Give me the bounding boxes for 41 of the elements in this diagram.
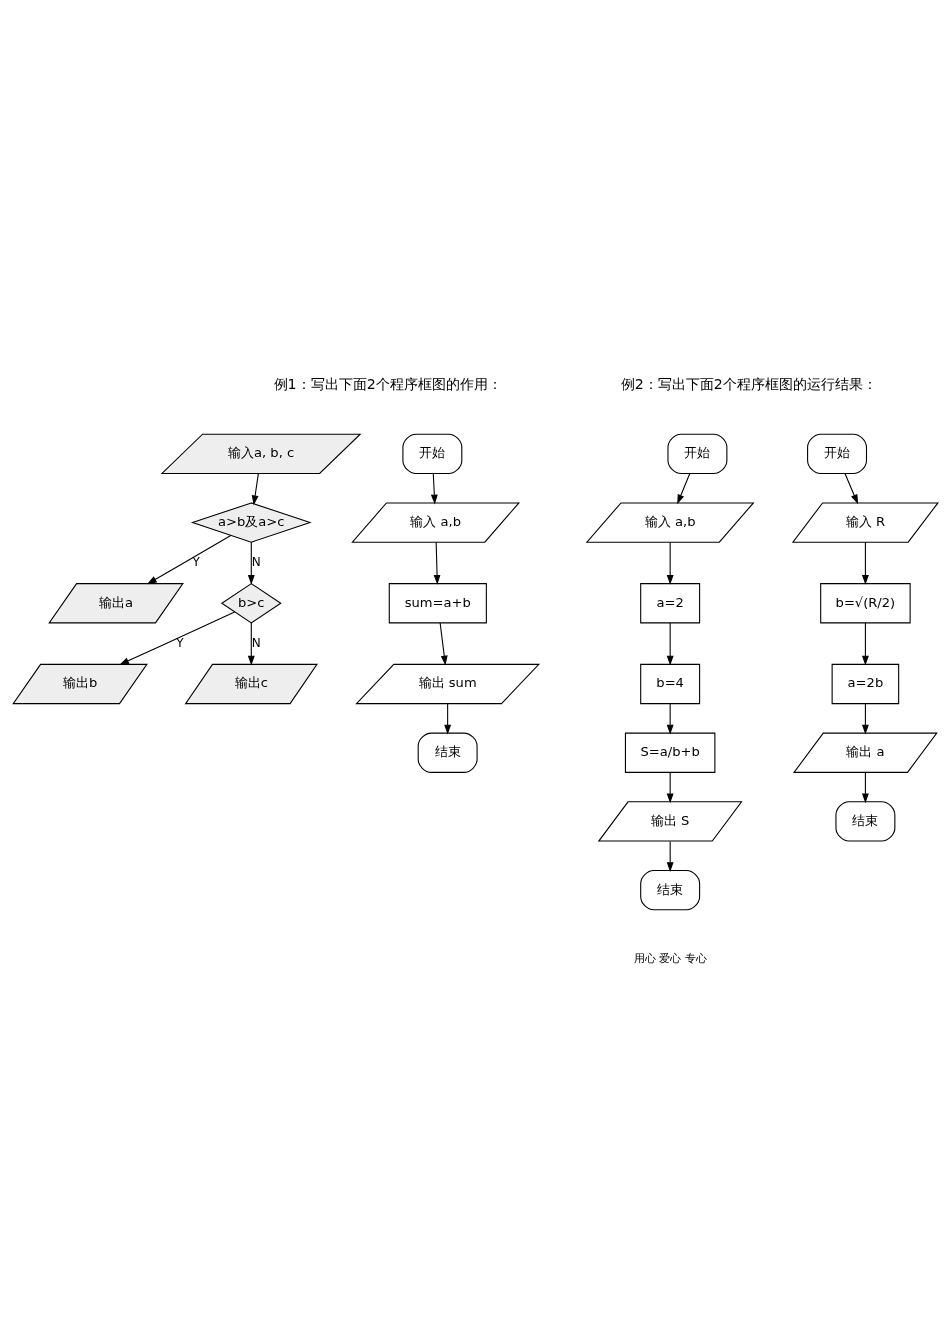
arrow (666, 622, 674, 666)
edge-label: N (251, 554, 261, 569)
node-diamond: a>b及a>c (190, 502, 312, 543)
arrow (118, 611, 235, 665)
label: 例1：写出下面2个程序框图的作用： (273, 375, 502, 392)
arrow (439, 622, 448, 666)
arrow (666, 772, 674, 804)
arrow (430, 473, 438, 505)
arrow (861, 772, 869, 804)
arrow (666, 840, 674, 872)
arrow (251, 473, 259, 506)
node-box: b=4 (639, 663, 700, 705)
arrow (861, 541, 869, 585)
arrow (861, 703, 869, 735)
node-box: 开始 (666, 433, 727, 475)
node-box: S=a/b+b (624, 732, 715, 773)
arrow (676, 473, 690, 505)
arrow (861, 622, 869, 666)
arrow (844, 473, 858, 505)
arrow (666, 703, 674, 735)
node-box: 开始 (401, 433, 462, 475)
node-box: a=2b (831, 663, 899, 705)
arrow (247, 622, 255, 666)
node-box: 开始 (806, 433, 867, 475)
arrow (247, 541, 255, 585)
node-box: sum=a+b (388, 583, 487, 624)
edge-label: N (251, 635, 261, 650)
edge-label: Y (192, 554, 200, 569)
node-box: 结束 (834, 801, 895, 842)
node-diamond: b>c (220, 583, 282, 624)
arrow (146, 535, 231, 585)
edge-label: Y (175, 635, 184, 650)
label: 例2：写出下面2个程序框图的运行结果： (620, 375, 877, 392)
node-box: a=2 (639, 583, 700, 624)
arrow (433, 541, 440, 585)
label: 用心 爱心 专心 (633, 951, 707, 965)
node-box: 结束 (417, 732, 478, 773)
node-box: b=√(R/2) (819, 583, 911, 624)
node-box: 结束 (639, 869, 700, 911)
arrow (443, 703, 451, 735)
arrow (666, 541, 674, 585)
